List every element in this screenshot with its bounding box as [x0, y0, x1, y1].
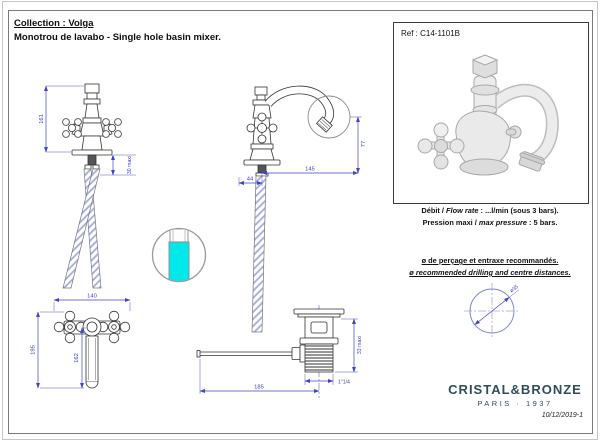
pressure-en: max pressure — [478, 218, 527, 228]
drain-drawing: 33 maxi 1"1/4 185 — [196, 305, 363, 398]
pressure-sep: / — [472, 218, 479, 228]
dim-side-reach: 145 — [305, 167, 315, 173]
front-right-handle — [102, 118, 122, 138]
render-faucet — [417, 54, 559, 176]
product-description: Monotrou de lavabo - Single hole basin m… — [14, 31, 221, 43]
drilling-note-fr: ø de perçage et entraxe recommandés. — [421, 256, 559, 265]
dim-drilling-diameter: ø35 — [509, 284, 520, 294]
dim-plan-handle-width: 140 — [87, 294, 97, 300]
drilling-hole-circle — [469, 288, 515, 334]
hose-right — [62, 168, 101, 289]
front-view-drawing: 161 30 maxi — [39, 83, 136, 289]
plan-right-handle — [97, 310, 131, 344]
page-frame-inner — [8, 10, 593, 434]
front-view-dimensions: 161 30 maxi — [39, 85, 136, 176]
dim-side-back-offset: 44 — [247, 177, 254, 183]
pressure-line: Pression maxi / max pressure : 5 bars. — [393, 217, 587, 229]
flow-rate-line: Débit / Flow rate : ...l/min (sous 3 bar… — [393, 205, 587, 217]
plan-view-drawing: 140 195 162 — [31, 294, 131, 389]
brand-name: CRISTAL&BRONZE — [448, 382, 582, 397]
specs-block: Débit / Flow rate : ...l/min (sous 3 bar… — [393, 205, 587, 229]
dim-drain-deck-max: 33 maxi — [357, 336, 363, 354]
render-cross-handle — [417, 122, 465, 170]
dim-drain-thread-size: 1"1/4 — [338, 380, 350, 386]
dim-drain-rod-length: 185 — [254, 385, 264, 391]
flow-en: Flow rate — [446, 206, 479, 215]
drilling-note-en: ø recommended drilling and centre distan… — [409, 267, 571, 277]
doc-date: 10/12/2019-1 — [541, 412, 583, 419]
side-view-faucet — [243, 85, 351, 333]
side-view-dimensions: 77 145 44 — [238, 116, 367, 186]
hose-detail-circle — [151, 227, 207, 283]
ref-label: Ref : C14-1101B — [401, 29, 460, 38]
drain-thread — [304, 343, 334, 373]
drilling-circle-diagram: ø35 — [464, 283, 520, 339]
flow-value: : ...l/min (sous 3 bars). — [478, 206, 559, 215]
product-3d-render — [417, 54, 559, 176]
front-view-faucet — [62, 83, 122, 289]
hose-side — [251, 175, 267, 333]
plan-view-faucet — [53, 310, 131, 389]
plan-left-handle — [53, 310, 87, 344]
plan-view-dimensions: 140 195 162 — [31, 294, 131, 389]
side-view-drawing: 77 145 44 — [238, 85, 367, 333]
drilling-note: ø de perçage et entraxe recommandés. ø r… — [383, 255, 597, 279]
highlighted-hose-segment — [168, 229, 190, 281]
dim-plan-spout-length: 162 — [74, 353, 80, 363]
dim-front-deck-max: 30 maxi — [127, 156, 133, 174]
render-aerator — [518, 151, 546, 172]
pressure-fr: Pression maxi — [422, 218, 473, 228]
flow-fr: Débit — [421, 206, 440, 215]
pressure-value: : 5 bars. — [526, 218, 558, 228]
side-cross-handle — [246, 112, 278, 144]
dim-side-outlet-height: 77 — [361, 141, 367, 147]
collection-title: Collection : Volga — [14, 18, 94, 29]
dim-front-total-height: 161 — [39, 114, 45, 124]
flow-sep: / — [439, 206, 447, 215]
drain-body — [196, 308, 345, 373]
front-left-handle — [62, 118, 82, 138]
brand-logo: CRISTAL&BRONZE PARIS · 1937 10/12/2019-1 — [443, 382, 587, 419]
side-aerator — [315, 116, 333, 133]
brand-city-year: PARIS · 1937 — [477, 399, 553, 408]
dim-plan-total-length: 195 — [31, 345, 37, 355]
drain-dimensions: 33 maxi 1"1/4 185 — [199, 318, 363, 394]
header-block: Collection : Volga Monotrou de lavabo - … — [14, 17, 221, 45]
